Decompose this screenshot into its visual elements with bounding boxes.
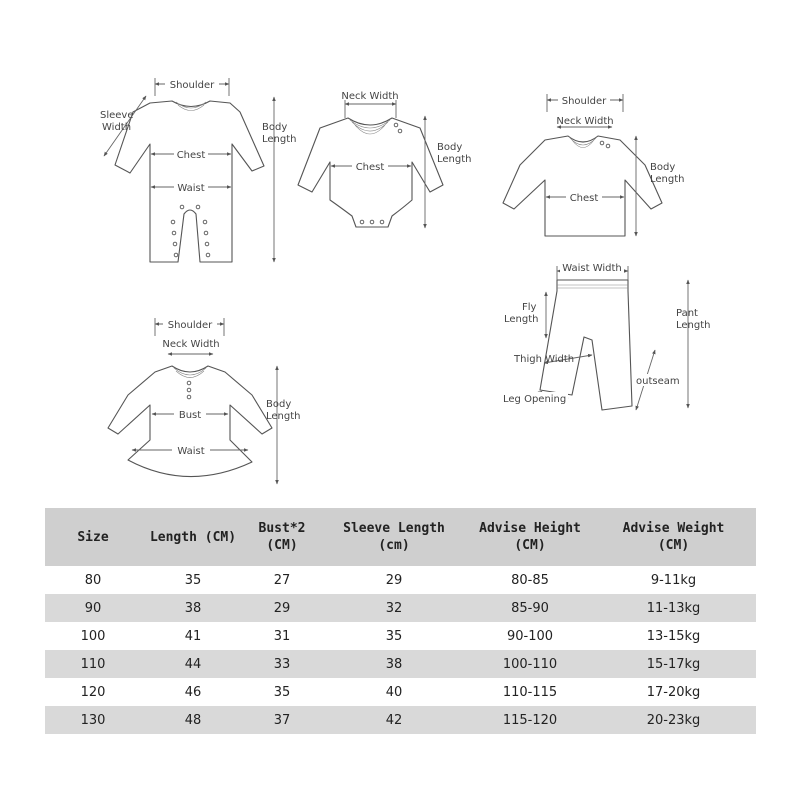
cell-height: 85-90	[469, 594, 591, 622]
cell-weight: 11-13kg	[591, 594, 756, 622]
header-bust: Bust*2(CM)	[245, 508, 319, 566]
cell-weight: 20-23kg	[591, 706, 756, 734]
romper-chest-label: Chest	[177, 150, 206, 161]
cell-length: 38	[141, 594, 245, 622]
size-chart-table: Size Length (CM) Bust*2(CM) Sleeve Lengt…	[45, 508, 756, 734]
top-shoulder-label: Shoulder	[562, 96, 607, 107]
pants-waist-label: Waist Width	[562, 263, 622, 274]
pants-leg-label: Leg Opening	[503, 394, 566, 405]
dress-body-label: Body	[266, 399, 291, 410]
cell-bust: 35	[245, 678, 319, 706]
header-size: Size	[45, 508, 141, 566]
bodysuit-length-label: Length	[437, 154, 472, 165]
cell-height: 115-120	[469, 706, 591, 734]
header-length: Length (CM)	[141, 508, 245, 566]
romper-waist-label: Waist	[177, 183, 204, 194]
cell-size: 130	[45, 706, 141, 734]
cell-length: 35	[141, 566, 245, 594]
bodysuit-body-label: Body	[437, 142, 462, 153]
romper-shoulder-label: Shoulder	[170, 80, 215, 91]
cell-height: 90-100	[469, 622, 591, 650]
cell-length: 46	[141, 678, 245, 706]
table-row: 90 38 29 32 85-90 11-13kg	[45, 594, 756, 622]
table-row: 130 48 37 42 115-120 20-23kg	[45, 706, 756, 734]
cell-size: 120	[45, 678, 141, 706]
table-row: 120 46 35 40 110-115 17-20kg	[45, 678, 756, 706]
dress-bust-label: Bust	[179, 410, 201, 421]
romper-body-label: Body	[262, 122, 287, 133]
cell-bust: 37	[245, 706, 319, 734]
pants-pant-length-label: Length	[676, 320, 711, 331]
cell-size: 80	[45, 566, 141, 594]
cell-size: 110	[45, 650, 141, 678]
pants-fly-length-label: Length	[504, 314, 539, 325]
pants-diagram: Waist Width Fly Length Pant Length Thigh…	[502, 262, 711, 411]
garment-measurement-diagrams: Shoulder Sleeve Width Body Length Chest …	[100, 77, 711, 485]
cell-sleeve: 42	[319, 706, 469, 734]
top-diagram: Shoulder Neck Width Chest Body Length	[502, 93, 685, 237]
cell-height: 100-110	[469, 650, 591, 678]
cell-weight: 9-11kg	[591, 566, 756, 594]
cell-weight: 15-17kg	[591, 650, 756, 678]
table-row: 100 41 31 35 90-100 13-15kg	[45, 622, 756, 650]
cell-sleeve: 35	[319, 622, 469, 650]
bodysuit-neck-label: Neck Width	[341, 91, 398, 102]
dress-shoulder-label: Shoulder	[168, 320, 213, 331]
table-header-row: Size Length (CM) Bust*2(CM) Sleeve Lengt…	[45, 508, 756, 566]
pants-outseam-label: outseam	[636, 376, 680, 387]
cell-height: 110-115	[469, 678, 591, 706]
romper-sleeve-label: Sleeve	[100, 110, 134, 121]
cell-bust: 29	[245, 594, 319, 622]
header-sleeve-length: Sleeve Length(cm)	[319, 508, 469, 566]
pants-fly-label: Fly	[522, 302, 537, 313]
dress-diagram: Shoulder Neck Width Bust Waist Body Leng…	[107, 317, 301, 485]
cell-sleeve: 38	[319, 650, 469, 678]
table-row: 80 35 27 29 80-85 9-11kg	[45, 566, 756, 594]
table-row: 110 44 33 38 100-110 15-17kg	[45, 650, 756, 678]
cell-bust: 33	[245, 650, 319, 678]
header-advise-height: Advise Height(CM)	[469, 508, 591, 566]
top-length-label: Length	[650, 174, 685, 185]
cell-sleeve: 29	[319, 566, 469, 594]
pants-thigh-label: Thigh Width	[513, 354, 574, 365]
header-advise-weight: Advise Weight(CM)	[591, 508, 756, 566]
top-body-label: Body	[650, 162, 675, 173]
bodysuit-diagram: Neck Width Chest Body Length	[297, 91, 472, 229]
pants-pant-label: Pant	[676, 308, 698, 319]
top-chest-label: Chest	[570, 193, 599, 204]
dress-neck-label: Neck Width	[162, 339, 219, 350]
romper-sleeve-label-2: Width	[102, 122, 131, 133]
cell-weight: 13-15kg	[591, 622, 756, 650]
cell-length: 48	[141, 706, 245, 734]
cell-height: 80-85	[469, 566, 591, 594]
cell-sleeve: 32	[319, 594, 469, 622]
cell-size: 100	[45, 622, 141, 650]
top-neck-label: Neck Width	[556, 116, 613, 127]
cell-sleeve: 40	[319, 678, 469, 706]
romper-diagram: Shoulder Sleeve Width Body Length Chest …	[100, 77, 297, 263]
cell-weight: 17-20kg	[591, 678, 756, 706]
cell-length: 41	[141, 622, 245, 650]
bodysuit-chest-label: Chest	[356, 162, 385, 173]
cell-size: 90	[45, 594, 141, 622]
dress-length-label: Length	[266, 411, 301, 422]
dress-waist-label: Waist	[177, 446, 204, 457]
romper-length-label: Length	[262, 134, 297, 145]
cell-length: 44	[141, 650, 245, 678]
cell-bust: 27	[245, 566, 319, 594]
cell-bust: 31	[245, 622, 319, 650]
